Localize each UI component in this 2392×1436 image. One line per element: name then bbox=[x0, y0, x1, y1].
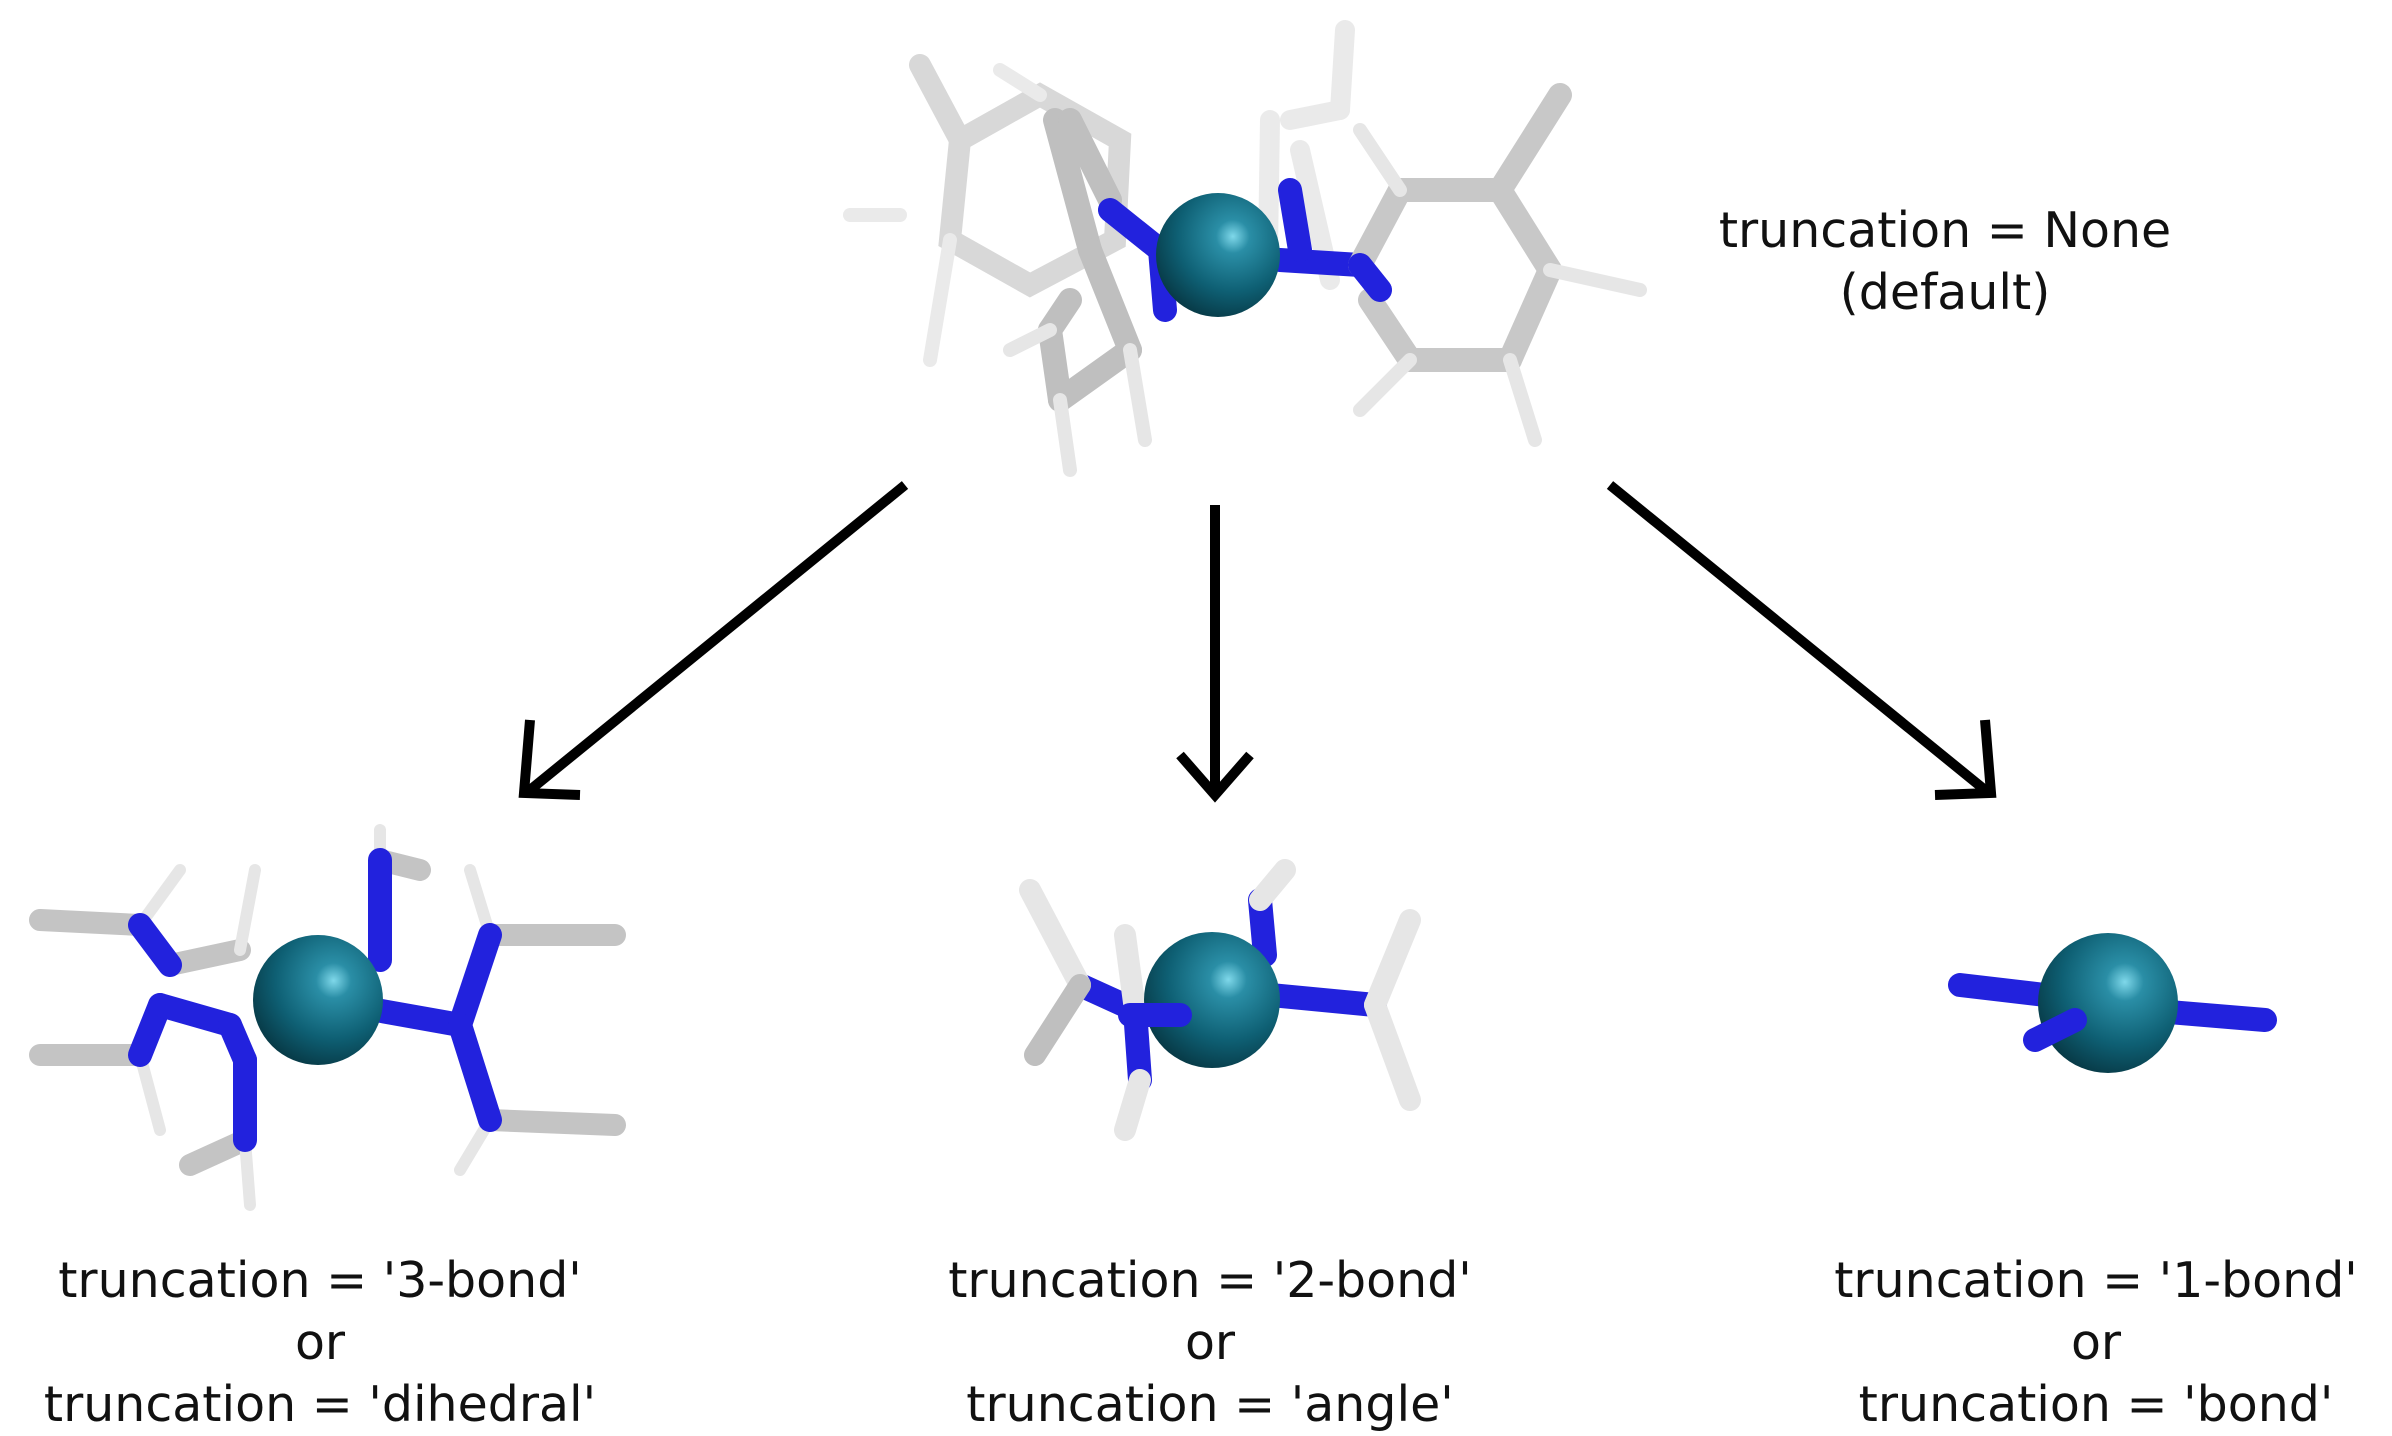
label-line: truncation = None bbox=[1718, 202, 2172, 259]
molecule-2bond bbox=[1019, 859, 1421, 1141]
arrowhead-right bbox=[1934, 719, 1997, 800]
label-line: or bbox=[294, 1314, 346, 1371]
label-line: truncation = 'dihedral' bbox=[43, 1376, 597, 1433]
label-line: (default) bbox=[1839, 264, 2051, 321]
label-line: truncation = 'bond' bbox=[1858, 1376, 2334, 1433]
label-truncation-3bond: truncation = '3-bond' or truncation = 'd… bbox=[10, 1250, 630, 1436]
metal-atom bbox=[1156, 193, 1280, 317]
metal-atom bbox=[1144, 932, 1280, 1068]
label-line: truncation = 'angle' bbox=[966, 1376, 1454, 1433]
label-truncation-1bond: truncation = '1-bond' or truncation = 'b… bbox=[1800, 1250, 2392, 1436]
label-line: truncation = '3-bond' bbox=[58, 1252, 582, 1309]
molecule-1bond bbox=[1948, 933, 2277, 1073]
label-line: truncation = '2-bond' bbox=[948, 1252, 1472, 1309]
metal-atom bbox=[253, 935, 383, 1065]
arrow-left bbox=[526, 481, 909, 794]
label-truncation-2bond: truncation = '2-bond' or truncation = 'a… bbox=[900, 1250, 1520, 1436]
label-line: truncation = '1-bond' bbox=[1834, 1252, 2358, 1309]
arrow-right bbox=[1606, 481, 1989, 794]
molecule-full bbox=[843, 20, 1647, 477]
label-line: or bbox=[1184, 1314, 1236, 1371]
arrows bbox=[518, 481, 1997, 803]
metal-atom bbox=[2038, 933, 2178, 1073]
label-truncation-none: truncation = None (default) bbox=[1680, 200, 2210, 324]
arrowhead-middle bbox=[1176, 751, 1254, 803]
arrowhead-left bbox=[518, 719, 581, 800]
molecule-3bond bbox=[29, 824, 626, 1211]
label-line: or bbox=[2070, 1314, 2122, 1371]
